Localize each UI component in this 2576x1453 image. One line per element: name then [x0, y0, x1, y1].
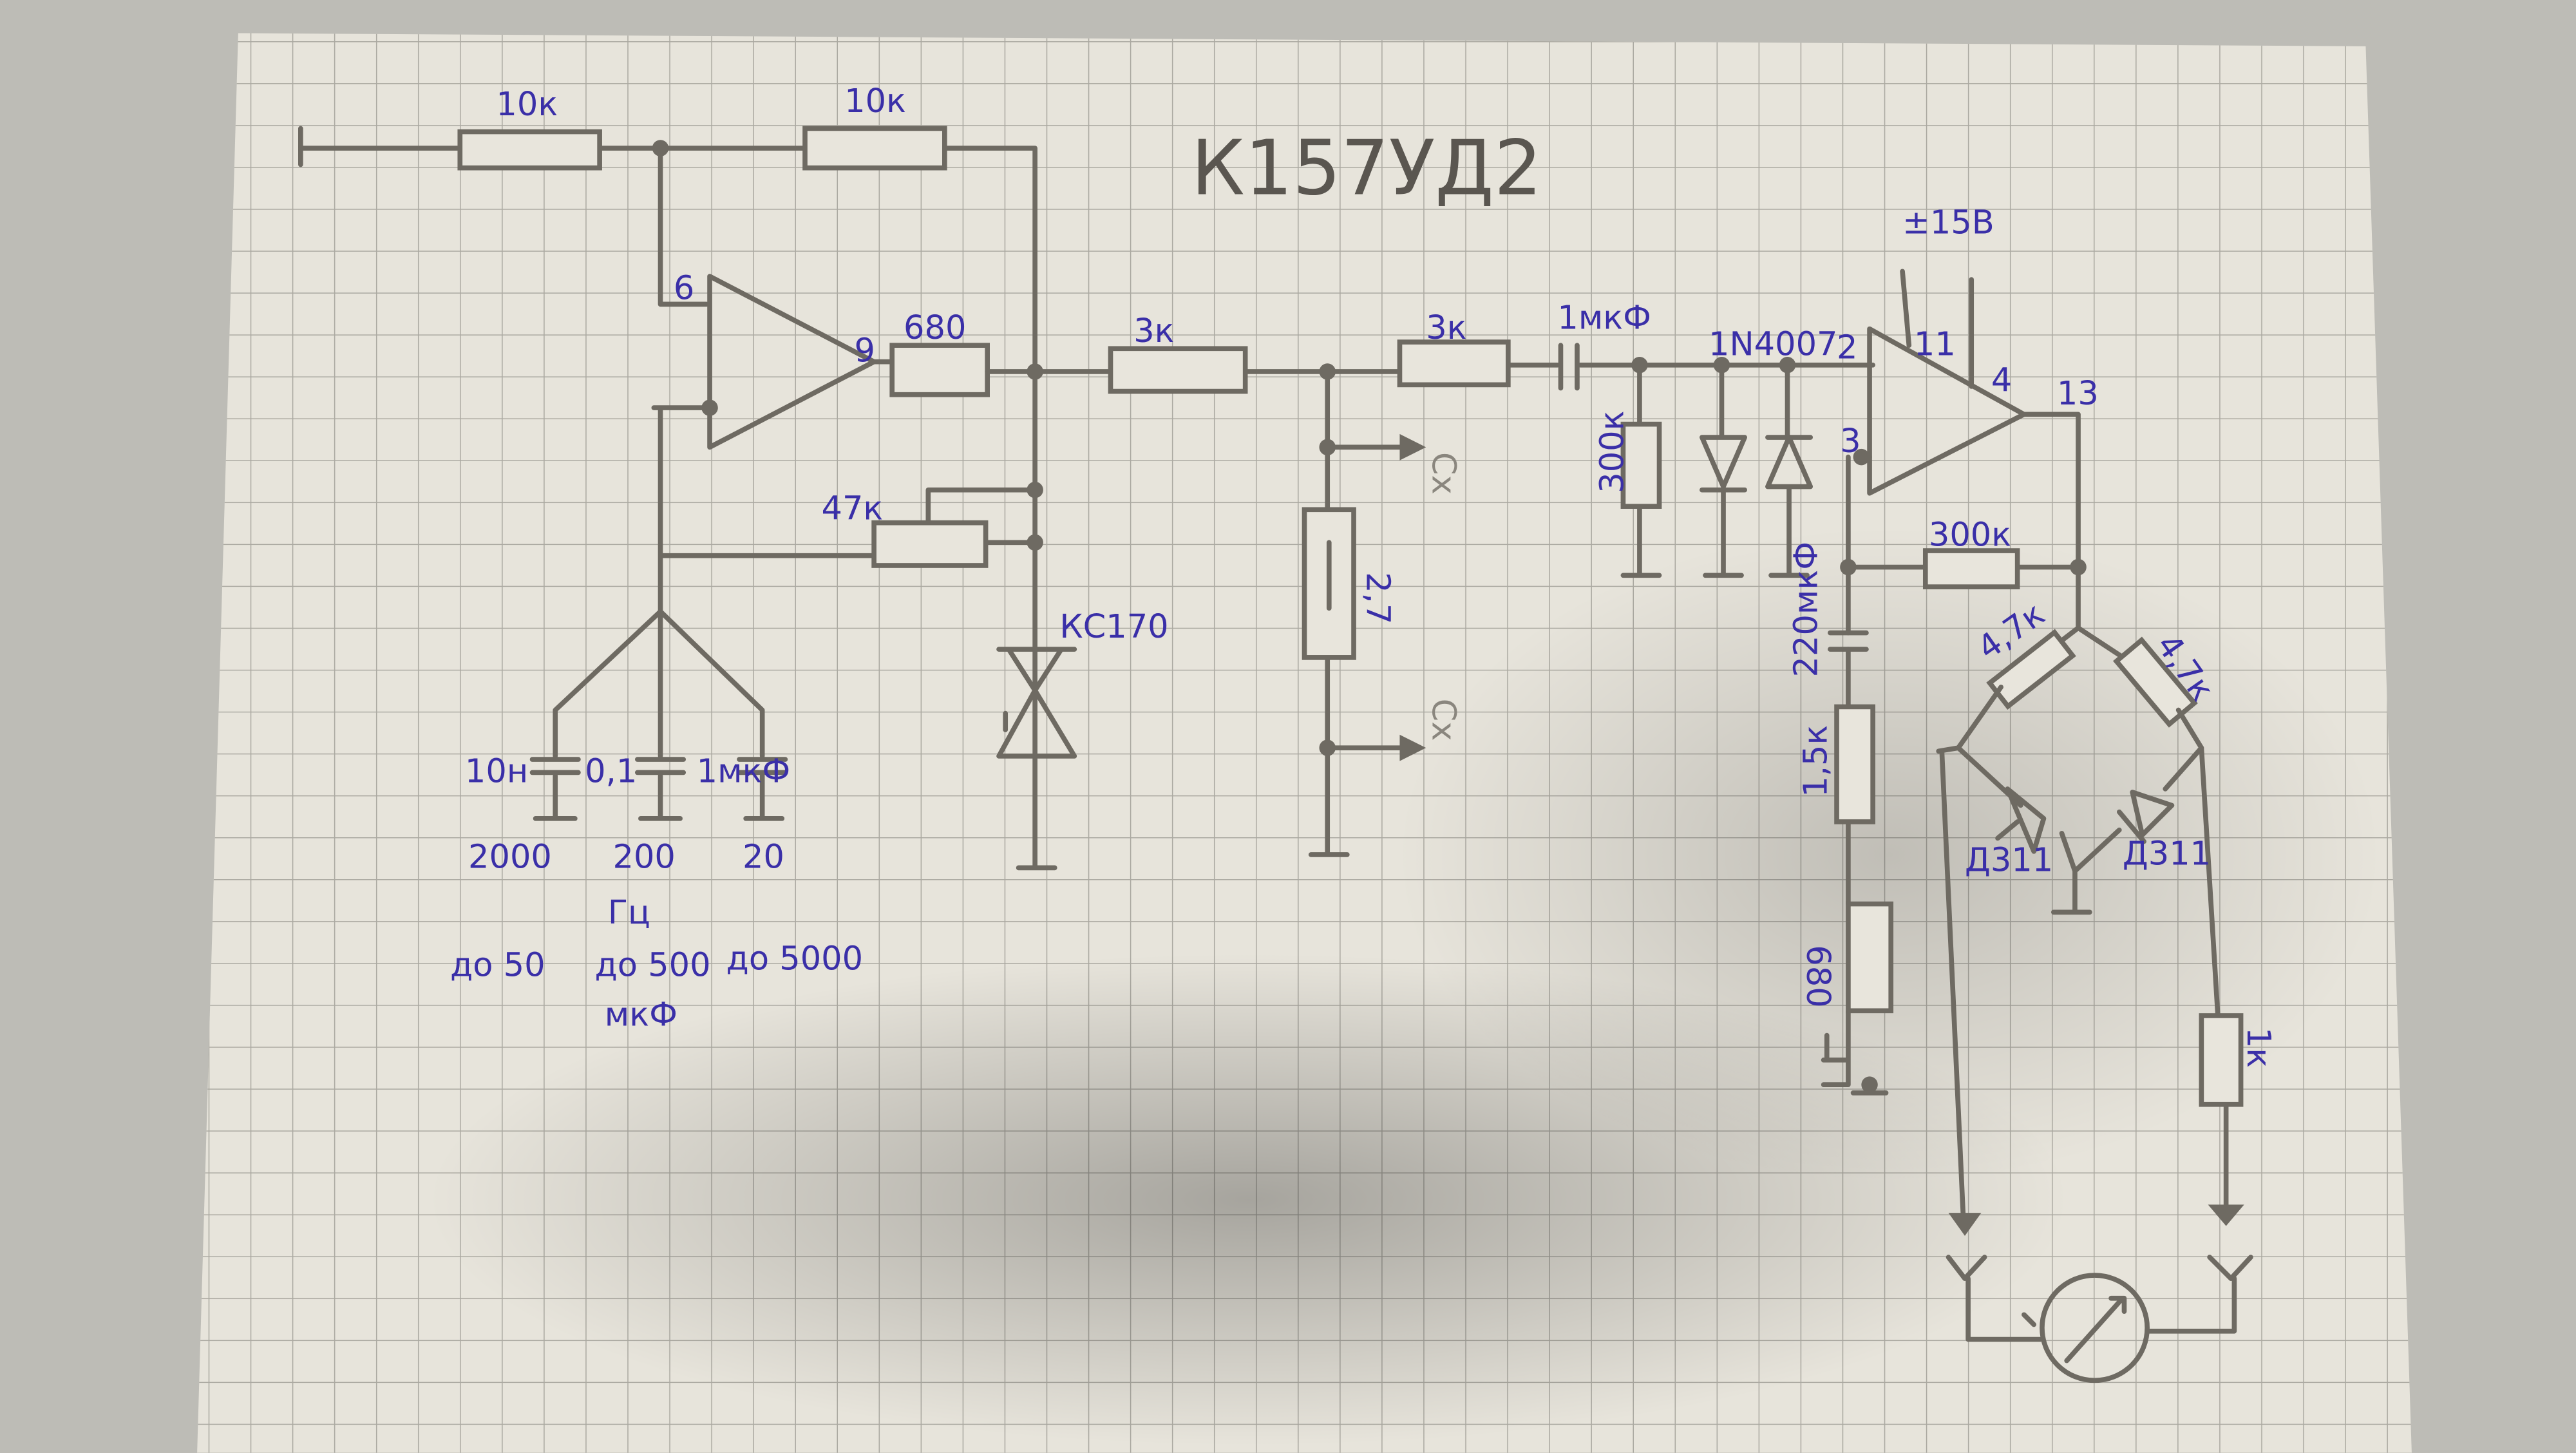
junction-dot — [652, 140, 669, 157]
label-pin6: 6 — [674, 270, 694, 308]
freq-unit: Гц — [608, 894, 650, 932]
label-47k: 47к — [822, 490, 884, 528]
range-capacitors — [529, 757, 788, 775]
probe-terminal-left — [1948, 1213, 1982, 1236]
label-680-b: 680 — [1799, 945, 1837, 1007]
opamp-1 — [707, 274, 876, 450]
label-1uf: 1мкФ — [1557, 299, 1651, 337]
resistor-300k-a — [1620, 421, 1662, 509]
limit-5000: до 5000 — [726, 940, 864, 978]
junction-dot — [1027, 534, 1043, 551]
shadow — [1396, 526, 2382, 1184]
label-10k-a: 10к — [496, 86, 558, 124]
limit-unit: мкФ — [605, 996, 677, 1034]
circuit-wires — [298, 126, 2253, 1383]
label-pin13: 13 — [2057, 375, 2099, 413]
junction-dot — [701, 399, 718, 416]
junction-dot — [1853, 448, 1870, 466]
resistor-1-5k — [1834, 704, 1875, 824]
label-300k-a: 300к — [1593, 411, 1631, 493]
label-3k-a: 3к — [1133, 312, 1174, 350]
junction-dot — [1319, 439, 1336, 456]
diode-1n4007-a — [1700, 362, 1748, 578]
junction-dot — [1861, 1076, 1878, 1093]
diode-1n4007-b — [1765, 362, 1814, 578]
probe-terminal-right — [2208, 1204, 2244, 1226]
junction-dot — [1779, 357, 1796, 374]
capacitor-1uf — [1558, 343, 1580, 391]
label-1k: 1к — [2239, 1027, 2277, 1068]
resistor-10k-b — [802, 126, 947, 171]
resistor-10k-a — [457, 129, 602, 171]
cap-label-0-1: 0,1 — [585, 753, 637, 791]
label-kc170: КС170 — [1059, 608, 1168, 646]
zener-kc170 — [996, 647, 1077, 759]
resistor-680-b — [1846, 901, 1894, 1014]
label-10k-b: 10к — [844, 82, 906, 120]
diode-d311-a — [1995, 786, 2047, 854]
limit-500: до 500 — [594, 947, 710, 985]
label-pin9: 9 — [855, 332, 875, 370]
resistor-47k — [871, 520, 989, 568]
label-1n4007: 1N4007 — [1709, 325, 1837, 363]
limit-50: до 50 — [450, 947, 545, 985]
junction-dot — [1319, 739, 1336, 756]
resistor-300k-b — [1922, 548, 2020, 589]
junction-dot — [1027, 481, 1043, 499]
label-pin4: 4 — [1991, 362, 2012, 400]
label-pin11: 11 — [1914, 325, 1956, 363]
cap-label-1uf: 1мкФ — [697, 753, 791, 791]
label-pin2: 2 — [1837, 329, 1857, 367]
label-d311-a: Д311 — [1965, 841, 2053, 879]
cx-terminal-a — [1399, 433, 1426, 461]
freq-20: 20 — [743, 838, 784, 876]
cap-label-10n: 10н — [465, 753, 528, 791]
resistor-3k-a — [1108, 346, 1248, 394]
label-pin3: 3 — [1840, 423, 1861, 461]
meter-gauge — [2040, 1273, 2150, 1383]
junction-dot — [1713, 357, 1730, 374]
resistor-680 — [889, 343, 990, 397]
junction-dot — [1840, 558, 1857, 576]
resistor-1k — [2199, 1013, 2244, 1107]
resistor-4-7k-a — [1986, 629, 2076, 710]
label-d311-b: Д311 — [2123, 835, 2211, 873]
label-2-7: 2,7 — [1358, 572, 1396, 624]
junction-dot — [1027, 363, 1043, 380]
label-3k-b: 3к — [1426, 309, 1466, 347]
junction-dot — [2070, 558, 2087, 576]
label-cx-a: Cx — [1424, 452, 1462, 495]
junction-dot — [1631, 357, 1648, 374]
diode-d311-b — [2116, 790, 2175, 844]
chip-title: К157УД2 — [1191, 124, 1542, 212]
label-220uf: 220мкФ — [1787, 542, 1825, 678]
opamp-2 — [1867, 326, 2027, 496]
freq-2000: 2000 — [468, 838, 552, 876]
supply-label: ±15В — [1902, 204, 1994, 242]
meter-needle — [2022, 1295, 2127, 1363]
freq-200: 200 — [613, 838, 676, 876]
label-cx-b: Cx — [1424, 699, 1462, 741]
label-680: 680 — [904, 309, 966, 347]
cx-terminal-b — [1399, 734, 1426, 761]
label-300k-b: 300к — [1929, 516, 2011, 554]
junction-dot — [1319, 363, 1336, 380]
resistor-3k-b — [1397, 339, 1511, 388]
label-1-5k: 1,5к — [1797, 725, 1835, 797]
